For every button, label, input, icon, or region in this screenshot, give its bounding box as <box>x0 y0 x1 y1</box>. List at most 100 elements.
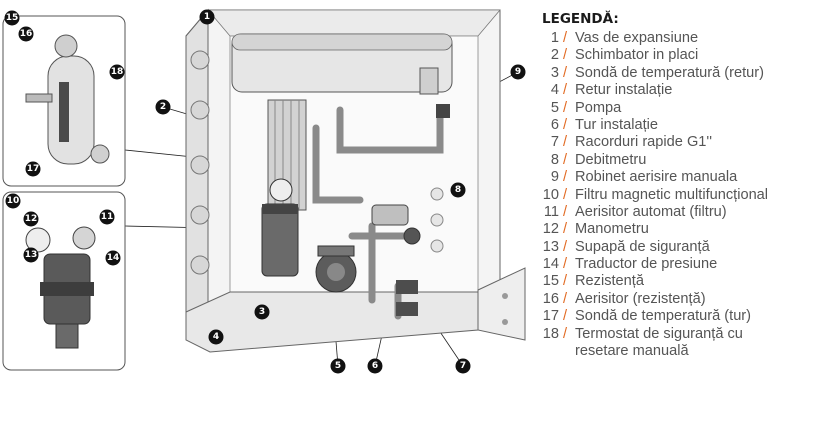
svg-text:16: 16 <box>20 29 33 39</box>
legend-item: 11/ Aerisitor automat (filtru) <box>542 204 827 221</box>
legend-text: Manometru <box>575 221 649 238</box>
callout-16: 16 <box>18 26 34 42</box>
legend-number: 9 <box>550 169 559 186</box>
legend-text: Tur instalație <box>575 116 659 133</box>
svg-text:2: 2 <box>160 102 166 112</box>
legend-list: 1/Vas de expansiune 2/Schimbator in plac… <box>542 30 827 359</box>
svg-text:8: 8 <box>455 185 461 195</box>
legend-text: Aerisitor (rezistență) <box>575 290 706 307</box>
inset-filter <box>2 191 126 371</box>
callout-7: 7 <box>455 358 471 374</box>
legend-number: 7 <box>550 134 559 151</box>
legend-separator: / <box>563 186 568 203</box>
knockout-hole <box>190 155 210 175</box>
legend-separator: / <box>563 82 568 99</box>
knockout-hole <box>190 50 210 70</box>
legend-text: Retur instalație <box>575 82 673 99</box>
legend-text: Racorduri rapide G1'' <box>575 134 712 151</box>
legend-separator: / <box>563 134 568 151</box>
legend-text: Supapă de siguranță <box>575 238 710 255</box>
legend-item: 14/Traductor de presiune <box>542 256 827 273</box>
svg-text:7: 7 <box>460 361 466 371</box>
callout-13: 13 <box>23 247 39 263</box>
legend-separator: / <box>563 290 568 307</box>
svg-text:6: 6 <box>372 361 378 371</box>
legend-item: 10/Filtru magnetic multifuncțional <box>542 187 827 204</box>
legend-number: 16 <box>542 290 559 307</box>
legend-text: Vas de expansiune <box>575 30 699 46</box>
callout-11: 11 <box>99 209 115 225</box>
legend-item: 16/ Aerisitor (rezistență) <box>542 291 827 308</box>
legend-separator: / <box>563 151 568 168</box>
legend-text: Schimbator in placi <box>575 47 699 64</box>
legend-separator: / <box>563 99 568 116</box>
callout-6: 6 <box>367 358 383 374</box>
legend-separator: / <box>563 116 568 133</box>
callout-18: 18 <box>109 64 125 80</box>
svg-text:12: 12 <box>25 214 38 224</box>
hydraulic-module-illustration: 1 2 3 4 5 6 7 8 9 10 11 12 13 14 15 16 1… <box>2 8 526 374</box>
legend-separator: / <box>563 325 568 342</box>
legend-separator: / <box>563 238 568 255</box>
svg-text:1: 1 <box>204 12 210 22</box>
legend-number: 11 <box>543 203 559 220</box>
inset-heater <box>2 15 126 187</box>
legend-item: 3/Sondă de temperatură (retur) <box>542 65 827 82</box>
legend-item: 9/ Robinet aerisire manuala <box>542 169 827 186</box>
legend-number: 15 <box>542 273 559 290</box>
callout-4: 4 <box>208 329 224 345</box>
quick-connectors <box>396 280 418 316</box>
callout-9: 9 <box>510 64 526 80</box>
legend-number: 12 <box>542 221 559 238</box>
callout-17: 17 <box>25 161 41 177</box>
svg-text:10: 10 <box>7 196 20 206</box>
circulation-pump <box>315 245 357 293</box>
callout-1: 1 <box>199 9 215 25</box>
legend-separator: / <box>563 308 568 325</box>
legend-number: 8 <box>550 151 559 168</box>
legend-item: 12/Manometru <box>542 221 827 238</box>
legend-text: Termostat de siguranță cu <box>575 325 743 342</box>
legend-text: Debitmetru <box>575 151 647 168</box>
callout-2: 2 <box>155 99 171 115</box>
legend-item: 1/Vas de expansiune <box>542 30 827 47</box>
magnetic-filter <box>261 178 299 277</box>
legend-text: Robinet aerisire manuala <box>575 169 738 186</box>
svg-text:4: 4 <box>213 332 219 342</box>
knockout-hole <box>190 205 210 225</box>
legend-item: 13/Supapă de siguranță <box>542 239 827 256</box>
svg-text:17: 17 <box>27 164 40 174</box>
svg-text:11: 11 <box>101 212 114 222</box>
callout-10: 10 <box>5 193 21 209</box>
legend-separator: / <box>563 203 568 220</box>
legend-item: 17/Sondă de temperatură (tur) <box>542 308 827 325</box>
legend: LEGENDĂ: 1/Vas de expansiune 2/Schimbato… <box>542 6 827 359</box>
knockout-hole <box>190 255 210 275</box>
legend-text: Sondă de temperatură (tur) <box>575 308 752 325</box>
svg-text:18: 18 <box>111 67 124 77</box>
legend-number: 5 <box>550 99 559 116</box>
legend-number: 4 <box>550 82 559 99</box>
knockout-hole <box>190 100 210 120</box>
legend-separator: / <box>563 169 568 186</box>
legend-text-continuation: resetare manuală <box>575 343 689 360</box>
svg-text:3: 3 <box>259 307 265 317</box>
legend-separator: / <box>563 273 568 290</box>
legend-title: LEGENDĂ: <box>542 11 619 27</box>
svg-text:9: 9 <box>515 67 521 77</box>
legend-item: 7/ Racorduri rapide G1'' <box>542 134 827 151</box>
legend-item: 4/ Retur instalație <box>542 82 827 99</box>
legend-text: Traductor de presiune <box>575 256 718 273</box>
legend-item: 15/Rezistență <box>542 273 827 290</box>
expansion-vessel <box>231 33 453 95</box>
legend-item: 6/Tur instalație <box>542 117 827 134</box>
legend-number: 3 <box>550 64 559 81</box>
legend-text: Aerisitor automat (filtru) <box>575 203 727 220</box>
legend-number: 10 <box>542 186 559 203</box>
legend-separator: / <box>563 47 568 64</box>
callout-5: 5 <box>330 358 346 374</box>
legend-item: 5/ Pompa <box>542 100 827 117</box>
legend-text: Pompa <box>575 99 622 116</box>
svg-text:14: 14 <box>107 253 120 263</box>
